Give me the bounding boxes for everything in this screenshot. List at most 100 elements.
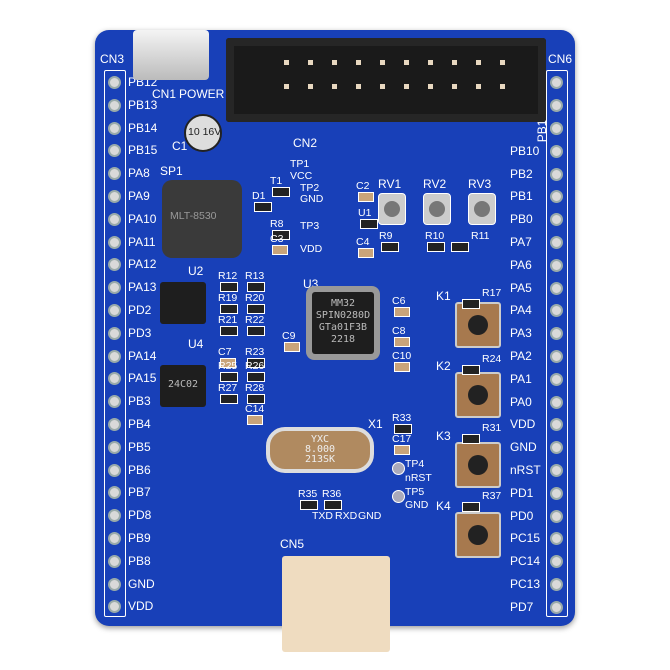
- pot-ref: RV1: [378, 177, 402, 191]
- jtag-pin: [476, 84, 481, 89]
- buzzer-ref: SP1: [160, 164, 183, 178]
- right-pin-label: VDD: [510, 417, 536, 432]
- header-pin: [108, 235, 121, 249]
- smd-component: [220, 282, 238, 292]
- left-pin-label: PA15: [128, 371, 157, 386]
- header-pin: [108, 395, 121, 409]
- testpoint-name: nRST: [405, 472, 432, 484]
- component-ref: R31: [482, 422, 502, 434]
- component-ref: R23: [245, 346, 265, 358]
- button-ref: K4: [436, 499, 451, 513]
- component-ref: D1: [252, 190, 266, 202]
- uart-pin-rxd: RXD: [335, 510, 358, 522]
- header-pin: [108, 98, 121, 112]
- potentiometer[interactable]: [468, 193, 496, 225]
- smd-component: [462, 299, 480, 309]
- right-pin-label: PD7: [510, 599, 534, 614]
- test-point: [392, 490, 405, 503]
- header-pin: [550, 395, 563, 409]
- component-ref: R12: [218, 270, 238, 282]
- left-pin-label: PA11: [128, 234, 156, 249]
- jtag-pin: [284, 84, 289, 89]
- smd-component: [358, 192, 374, 202]
- right-pin-label: PA5: [510, 280, 532, 295]
- header-pin: [550, 509, 563, 523]
- buzzer-marking: MLT-8530: [170, 210, 217, 222]
- header-pin: [550, 190, 563, 204]
- component-ref: R24: [482, 353, 502, 365]
- left-pin-label: PA13: [128, 280, 157, 295]
- header-pin: [108, 349, 121, 363]
- component-ref: R28: [245, 382, 265, 394]
- crystal-marking-freq: 8.000: [304, 444, 336, 455]
- component-ref: R25: [218, 360, 238, 372]
- testpoint-ref: TP4: [405, 458, 425, 470]
- push-button[interactable]: [455, 512, 501, 558]
- buzzer: [162, 180, 242, 258]
- smd-component: [247, 326, 265, 336]
- header-pin: [550, 122, 563, 135]
- right-header-name: CN6: [548, 52, 573, 66]
- jtag-pin: [404, 84, 409, 89]
- smd-component: [427, 242, 445, 252]
- smd-component: [220, 394, 238, 404]
- left-pin-label: PB3: [128, 394, 151, 409]
- jtag-pin: [476, 60, 481, 65]
- left-pin-label: PA10: [128, 211, 157, 226]
- component-ref: C6: [392, 295, 406, 307]
- jtag-pin: [380, 84, 385, 89]
- u2-ref: U2: [188, 264, 204, 278]
- jtag-header: [226, 38, 546, 122]
- c1-ref: C1: [172, 139, 188, 153]
- u4-chip: 24C02: [160, 365, 206, 407]
- header-pin: [550, 441, 563, 455]
- uart-pin-txd: TXD: [312, 510, 333, 522]
- mcu-marking-brand: MM32: [330, 298, 356, 309]
- header-pin: [550, 350, 563, 363]
- button-ref: K2: [436, 359, 451, 373]
- component-ref: R21: [218, 314, 238, 326]
- u4-ref: U4: [188, 337, 204, 351]
- component-ref: R33: [392, 412, 412, 424]
- jtag-pin: [452, 84, 457, 89]
- right-header-outline: [546, 70, 568, 617]
- jtag-pin: [356, 84, 361, 89]
- usb-ref: CN1: [152, 87, 177, 101]
- jtag-pin: [332, 84, 337, 89]
- right-pin-label: PC14: [510, 554, 541, 569]
- left-header-name: CN3: [100, 52, 125, 66]
- left-pin-label: PD2: [128, 303, 152, 317]
- push-button[interactable]: [455, 302, 501, 348]
- right-pin-label: PB0: [510, 212, 533, 227]
- component-ref: R19: [218, 292, 238, 304]
- mcu-marking-part: SPIN0280D: [315, 310, 371, 321]
- push-button[interactable]: [455, 372, 501, 418]
- header-pin: [550, 578, 563, 591]
- header-pin: [108, 304, 121, 317]
- push-button[interactable]: [455, 442, 501, 488]
- right-pin-label: PB1: [510, 189, 533, 204]
- header-pin: [108, 486, 121, 500]
- smd-component: [394, 424, 412, 434]
- header-pin: [108, 121, 121, 135]
- jtag-pin: [332, 60, 337, 65]
- header-pin: [550, 144, 563, 158]
- c1-marking: 10 16V: [188, 126, 222, 138]
- component-ref: C14: [245, 403, 265, 415]
- crystal: YXC 8.000 213SK: [266, 427, 374, 473]
- testpoint-name: GND: [300, 193, 324, 205]
- smd-component: [394, 307, 410, 317]
- smd-component: [220, 372, 238, 382]
- component-ref: R8: [270, 218, 284, 230]
- button-ref: K1: [436, 289, 451, 303]
- right-pin-label: PA1: [510, 371, 532, 386]
- header-pin: [108, 577, 121, 591]
- jtag-ref: CN2: [293, 136, 318, 150]
- potentiometer[interactable]: [378, 193, 406, 225]
- left-pin-label: PA14: [128, 348, 157, 363]
- potentiometer[interactable]: [423, 193, 451, 225]
- header-pin: [108, 463, 121, 477]
- mcu-marking-date: 2218: [330, 334, 356, 345]
- button-ref: K3: [436, 429, 451, 443]
- left-pin-label: PA8: [128, 166, 150, 181]
